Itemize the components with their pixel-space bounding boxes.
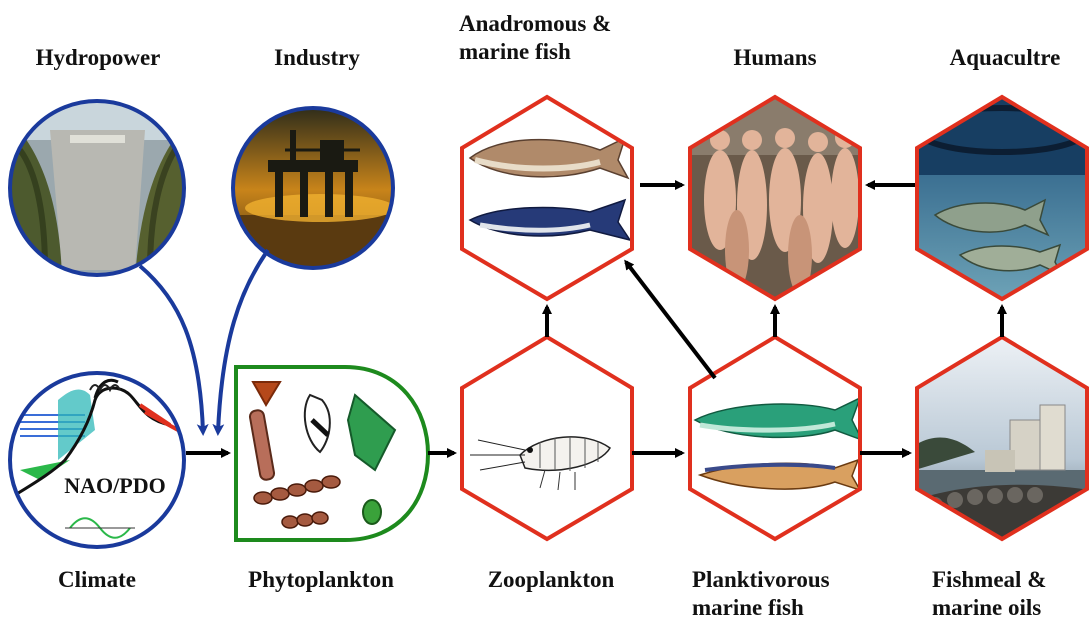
planktivorous-fish-node bbox=[688, 335, 863, 541]
label-anadromous-line1: Anadromous & bbox=[459, 10, 611, 38]
nao-pdo-label: NAO/PDO bbox=[64, 473, 165, 498]
label-planktivorous-line1: Planktivorous bbox=[692, 566, 830, 594]
label-fishmeal-line1: Fishmeal & bbox=[932, 566, 1046, 594]
hydropower-node bbox=[10, 100, 190, 280]
label-planktivorous-line2: marine fish bbox=[692, 594, 830, 622]
label-phytoplankton: Phytoplankton bbox=[226, 566, 416, 594]
label-anadromous-line2: marine fish bbox=[459, 38, 611, 66]
label-fishmeal: Fishmeal & marine oils bbox=[932, 566, 1046, 622]
zooplankton-node bbox=[460, 335, 635, 541]
label-fishmeal-line2: marine oils bbox=[932, 594, 1046, 622]
fishmeal-oils-node bbox=[915, 335, 1090, 541]
anadromous-fish-node bbox=[460, 95, 635, 301]
label-zooplankton: Zooplankton bbox=[466, 566, 636, 594]
climate-node: NAO/PDO bbox=[10, 370, 190, 550]
label-planktivorous: Planktivorous marine fish bbox=[692, 566, 830, 622]
phytoplankton-node bbox=[236, 367, 428, 540]
industry-node bbox=[230, 105, 400, 275]
arrow-planktivorous-to-anadromous bbox=[626, 262, 715, 378]
label-hydropower: Hydropower bbox=[28, 44, 168, 72]
label-industry: Industry bbox=[262, 44, 372, 72]
label-humans: Humans bbox=[715, 44, 835, 72]
humans-node bbox=[688, 95, 863, 301]
label-climate: Climate bbox=[42, 566, 152, 594]
aquaculture-node bbox=[915, 95, 1090, 301]
label-anadromous: Anadromous & marine fish bbox=[459, 10, 611, 66]
label-aquaculture: Aquacultre bbox=[925, 44, 1085, 72]
